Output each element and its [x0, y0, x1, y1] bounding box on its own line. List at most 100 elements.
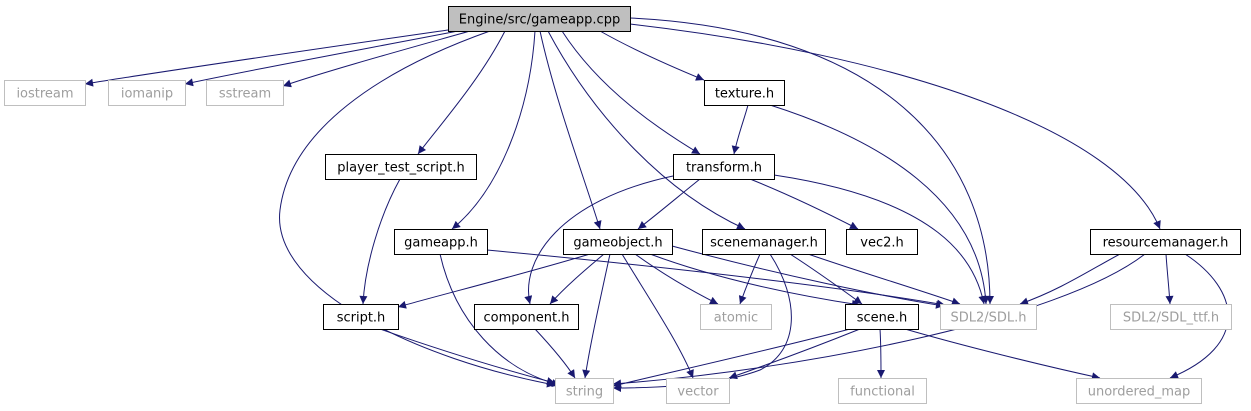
- node-box-resourcemanager_h: [1090, 229, 1241, 255]
- node-label-iomanip: iomanip: [121, 87, 173, 102]
- node-label-unordered_map: unordered_map: [1088, 385, 1191, 400]
- node-label-string: string: [566, 385, 603, 400]
- node-string: string: [555, 378, 614, 404]
- node-script_h[interactable]: script.h: [323, 304, 399, 330]
- node-label-transform_h: transform.h: [686, 161, 762, 176]
- node-label-iostream: iostream: [16, 87, 73, 102]
- edge-scenemanager_h-to-sdl_h: [807, 253, 961, 306]
- edge-gameapp_cpp-to-transform_h: [561, 30, 701, 155]
- edge-resourcemanager_h-to-sdl_h: [1019, 253, 1121, 306]
- edge-gameapp_cpp-to-iomanip: [184, 30, 459, 87]
- node-label-gameobject_h: gameobject.h: [573, 236, 662, 251]
- node-vector: vector: [666, 378, 730, 404]
- dependency-edges: [84, 17, 1229, 392]
- edge-resourcemanager_h-to-string: [612, 253, 1146, 388]
- edge-gameobject_h-to-scene_h: [649, 253, 861, 308]
- node-label-resourcemanager_h: resourcemanager.h: [1103, 236, 1229, 251]
- edge-scene_h-to-string: [612, 328, 851, 389]
- node-box-scene_h: [845, 304, 919, 330]
- edge-transform_h-to-sdl_h: [773, 174, 987, 305]
- edge-gameobject_h-to-sdl_h: [671, 245, 945, 309]
- edge-scene_h-to-unordered_map: [904, 328, 1101, 381]
- node-transform_h[interactable]: transform.h: [673, 154, 775, 180]
- edge-gameapp_cpp-to-resourcemanager_h: [629, 23, 1161, 230]
- node-label-functional: functional: [850, 385, 915, 400]
- edge-gameobject_h-to-script_h: [397, 253, 591, 309]
- node-label-sstream: sstream: [219, 87, 271, 102]
- edge-gameapp_h-to-sdl_h: [486, 249, 946, 308]
- edge-gameapp_h-to-string: [439, 253, 561, 387]
- node-box-string: [555, 378, 614, 404]
- node-iostream: iostream: [4, 80, 86, 106]
- node-label-component_h: component.h: [484, 311, 570, 326]
- edge-scene_h-to-functional: [876, 328, 885, 379]
- node-label-script_h: script.h: [337, 311, 386, 326]
- node-label-sdl_ttf_h: SDL2/SDL_ttf.h: [1123, 311, 1219, 326]
- edge-gameobject_h-to-component_h: [549, 253, 605, 305]
- edge-transform_h-to-gameobject_h: [637, 178, 701, 230]
- node-gameapp_h[interactable]: gameapp.h: [394, 229, 488, 255]
- edge-resourcemanager_h-to-sdl_ttf_h: [1165, 253, 1174, 305]
- edge-gameapp_cpp-to-sdl_h: [629, 17, 994, 305]
- node-sstream: sstream: [206, 80, 284, 106]
- node-box-functional: [838, 378, 927, 404]
- edge-gameobject_h-to-string: [582, 253, 611, 379]
- node-box-vector: [666, 378, 730, 404]
- edge-gameapp_cpp-to-scenemanager_h: [547, 30, 746, 230]
- node-label-atomic: atomic: [714, 311, 758, 326]
- node-texture_h[interactable]: texture.h: [704, 80, 785, 106]
- node-box-atomic: [700, 304, 772, 330]
- header-nodes: Engine/src/gameapp.cpp iostream iomanip sst…: [4, 6, 1241, 404]
- node-sdl_h: SDL2/SDL.h: [940, 304, 1037, 330]
- edge-scenemanager_h-to-scene_h: [789, 253, 863, 305]
- node-box-unordered_map: [1076, 378, 1202, 404]
- node-functional: functional: [838, 378, 927, 404]
- node-box-sdl_h: [940, 304, 1037, 330]
- node-box-player_test_script_h: [325, 154, 477, 180]
- edge-gameobject_h-to-vector: [621, 253, 694, 379]
- edge-texture_h-to-transform_h: [731, 104, 749, 155]
- node-label-scenemanager_h: scenemanager.h: [710, 236, 818, 251]
- edge-transform_h-to-component_h: [524, 175, 674, 305]
- node-resourcemanager_h[interactable]: resourcemanager.h: [1090, 229, 1241, 255]
- edge-script_h-to-string: [379, 328, 556, 385]
- node-label-scene_h: scene.h: [857, 311, 908, 326]
- node-label-sdl_h: SDL2/SDL.h: [950, 311, 1026, 326]
- node-label-vec2_h: vec2.h: [860, 236, 903, 251]
- node-gameapp_cpp[interactable]: Engine/src/gameapp.cpp: [448, 6, 631, 32]
- edge-gameapp_cpp-to-gameobject_h: [539, 30, 602, 230]
- node-box-sstream: [206, 80, 284, 106]
- edge-gameapp_cpp-to-sstream: [282, 30, 471, 88]
- edge-player_test_script_h-to-script_h: [359, 178, 401, 305]
- node-box-gameapp_cpp: [448, 6, 631, 32]
- node-component_h[interactable]: component.h: [474, 304, 579, 330]
- node-label-texture_h: texture.h: [715, 87, 774, 102]
- node-box-iostream: [4, 80, 86, 106]
- node-scenemanager_h[interactable]: scenemanager.h: [702, 229, 826, 255]
- node-atomic: atomic: [700, 304, 772, 330]
- node-box-iomanip: [108, 80, 186, 106]
- node-player_test_script_h[interactable]: player_test_script.h: [325, 154, 477, 180]
- edge-gameapp_cpp-to-gameapp_h: [451, 30, 536, 230]
- node-box-scenemanager_h: [702, 229, 826, 255]
- edge-scene_h-to-vector: [728, 328, 861, 380]
- node-box-transform_h: [673, 154, 775, 180]
- edge-scenemanager_h-to-atomic: [738, 253, 761, 305]
- node-box-texture_h: [704, 80, 785, 106]
- edge-gameapp_cpp-to-texture_h: [599, 30, 705, 81]
- edge-texture_h-to-sdl_h: [769, 104, 990, 305]
- node-gameobject_h[interactable]: gameobject.h: [563, 229, 673, 255]
- edge-gameapp_cpp-to-iostream: [84, 29, 449, 87]
- edge-component_h-to-string: [534, 328, 576, 379]
- node-box-gameapp_h: [394, 229, 488, 255]
- node-unordered_map: unordered_map: [1076, 378, 1202, 404]
- node-label-gameapp_h: gameapp.h: [404, 236, 478, 251]
- node-sdl_ttf_h: SDL2/SDL_ttf.h: [1110, 304, 1232, 330]
- node-iomanip: iomanip: [108, 80, 186, 106]
- node-box-sdl_ttf_h: [1110, 304, 1232, 330]
- node-vec2_h[interactable]: vec2.h: [846, 229, 918, 255]
- edge-transform_h-to-vec2_h: [749, 178, 859, 230]
- edge-gameapp_cpp-to-player_test_script_h: [417, 30, 506, 155]
- edge-gameapp_cpp-to-string: [279, 30, 556, 388]
- node-scene_h[interactable]: scene.h: [845, 304, 919, 330]
